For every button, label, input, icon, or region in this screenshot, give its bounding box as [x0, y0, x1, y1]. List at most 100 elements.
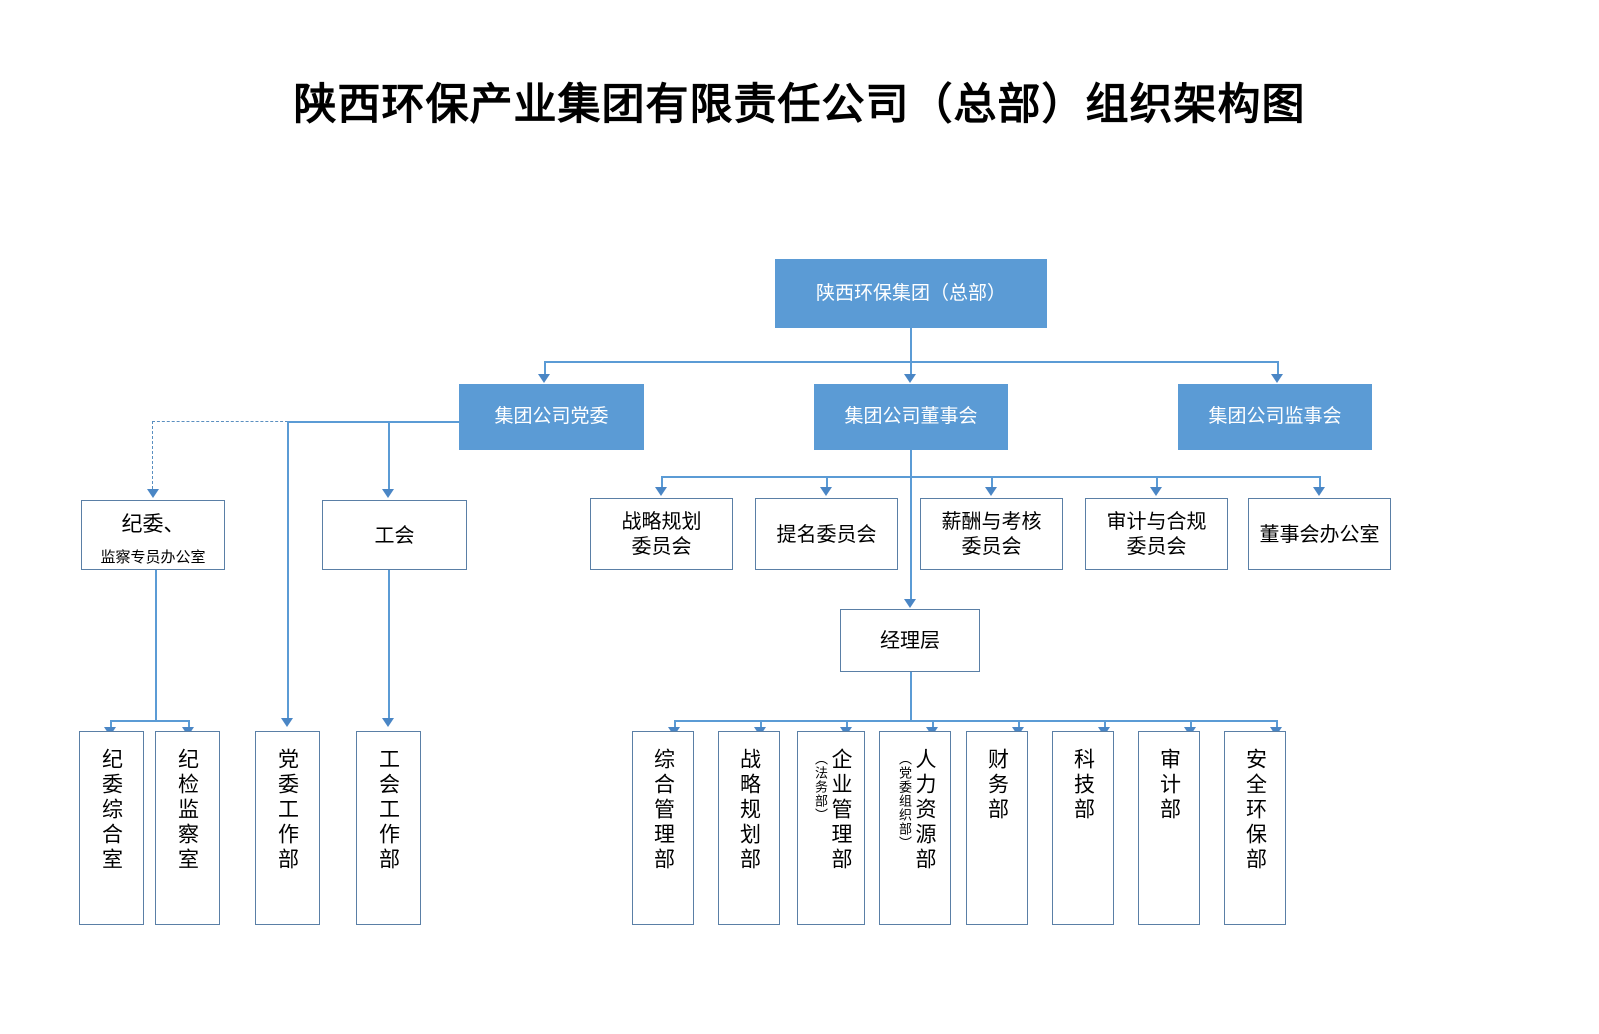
node-discipline-office[interactable]: 纪委、 监察专员办公室	[81, 500, 225, 570]
arrow-to-party-work-dept	[281, 718, 293, 727]
connector-right-dept-drop-1	[760, 720, 762, 728]
connector-root-stem	[910, 328, 912, 361]
node-right-dept-3-sub: （党委组织部）	[895, 752, 911, 850]
connector-discipline-dashed-h	[152, 421, 288, 422]
node-board-of-directors-label: 集团公司董事会	[844, 405, 978, 428]
node-right-dept-3-wrap: 人力资源部 （党委组织部）	[894, 748, 937, 924]
node-right-dept-6-wrap: 审计部	[1157, 748, 1182, 924]
connector-discipline-bus-right	[188, 720, 190, 728]
node-right-dept-4[interactable]: 财务部	[966, 731, 1028, 925]
connector-board-to-management	[910, 476, 912, 601]
connector-party-left-spine	[287, 421, 460, 423]
node-committee-4[interactable]: 董事会办公室	[1248, 498, 1391, 570]
node-right-dept-5-wrap: 科技部	[1071, 748, 1096, 924]
connector-discipline-stem	[155, 570, 157, 720]
node-right-dept-1-label: 战略规划部	[737, 748, 762, 873]
node-right-dept-7-label: 安全环保部	[1243, 748, 1268, 873]
node-labor-union-label: 工会	[374, 522, 415, 547]
arrow-to-party-committee	[538, 374, 550, 383]
node-committee-2[interactable]: 薪酬与考核 委员会	[920, 498, 1063, 570]
node-labor-union[interactable]: 工会	[322, 500, 467, 570]
connector-level1-left-drop	[544, 361, 546, 375]
node-right-dept-0-label: 综合管理部	[651, 748, 676, 873]
node-committee-0[interactable]: 战略规划 委员会	[590, 498, 733, 570]
connector-committee-drop-2	[991, 476, 993, 488]
node-left-dept-0[interactable]: 纪委综合室	[79, 731, 144, 925]
node-left-dept-2[interactable]: 党委工作部	[255, 731, 320, 925]
node-committee-0-line2: 委员会	[631, 534, 692, 558]
node-discipline-office-line1: 纪委、	[121, 512, 185, 536]
node-committee-1[interactable]: 提名委员会	[755, 498, 898, 570]
node-root[interactable]: 陕西环保集团（总部）	[775, 259, 1047, 328]
connector-right-dept-drop-3	[932, 720, 934, 728]
connector-right-dept-drop-7	[1276, 720, 1278, 728]
connector-labor-union-drop	[388, 421, 390, 489]
node-committee-0-line1: 战略规划	[621, 509, 702, 533]
connector-level1-mid-drop	[910, 361, 912, 375]
connector-right-dept-drop-6	[1190, 720, 1192, 728]
node-right-dept-0[interactable]: 综合管理部	[632, 731, 694, 925]
node-left-dept-3[interactable]: 工会工作部	[356, 731, 421, 925]
node-committee-3[interactable]: 审计与合规 委员会	[1085, 498, 1228, 570]
node-right-dept-1[interactable]: 战略规划部	[718, 731, 780, 925]
arrow-to-committee-1	[820, 487, 832, 496]
connector-committee-drop-4	[1319, 476, 1321, 488]
node-committee-2-line2: 委员会	[961, 534, 1022, 558]
node-right-dept-2-sub: （法务部）	[811, 752, 827, 822]
node-committee-4-line1: 董事会办公室	[1259, 521, 1380, 546]
node-right-dept-5[interactable]: 科技部	[1052, 731, 1114, 925]
node-root-label: 陕西环保集团（总部）	[815, 281, 1006, 304]
arrow-to-management-layer	[904, 599, 916, 608]
arrow-to-labor-union-work-dept	[382, 718, 394, 727]
connector-discipline-dashed-v	[152, 421, 153, 489]
node-left-dept-2-label: 党委工作部	[275, 748, 300, 873]
connector-committee-drop-0	[661, 476, 663, 488]
connector-right-dept-drop-0	[674, 720, 676, 728]
connector-right-dept-drop-2	[846, 720, 848, 728]
node-party-committee[interactable]: 集团公司党委	[459, 384, 644, 450]
node-board-of-supervisors-label: 集团公司监事会	[1208, 405, 1342, 428]
node-left-dept-1[interactable]: 纪检监察室	[155, 731, 220, 925]
node-left-dept-3-label: 工会工作部	[376, 748, 401, 873]
node-committee-1-line1: 提名委员会	[776, 521, 877, 546]
connector-party-work-dept-drop	[287, 421, 289, 720]
connector-committee-drop-1	[826, 476, 828, 488]
node-board-of-supervisors[interactable]: 集团公司监事会	[1178, 384, 1372, 450]
node-right-dept-3[interactable]: 人力资源部 （党委组织部）	[879, 731, 951, 925]
arrow-to-discipline-office	[147, 489, 159, 498]
node-board-of-directors[interactable]: 集团公司董事会	[814, 384, 1008, 450]
node-committee-2-line1: 薪酬与考核	[941, 509, 1042, 533]
arrow-to-committee-2	[985, 487, 997, 496]
connector-level1-right-drop	[1277, 361, 1279, 375]
node-committee-3-line2: 委员会	[1126, 534, 1187, 558]
connector-labor-union-stem	[388, 570, 390, 720]
connector-management-stem	[910, 672, 912, 720]
node-right-dept-7-wrap: 安全环保部	[1243, 748, 1268, 924]
node-right-dept-5-label: 科技部	[1071, 748, 1096, 823]
node-management-layer[interactable]: 经理层	[840, 609, 980, 672]
node-party-committee-label: 集团公司党委	[494, 405, 609, 428]
node-right-dept-4-wrap: 财务部	[985, 748, 1010, 924]
connector-committee-drop-3	[1156, 476, 1158, 488]
node-left-dept-1-label: 纪检监察室	[175, 748, 200, 873]
connector-right-dept-bus	[674, 720, 1276, 722]
connector-discipline-bus	[110, 720, 190, 722]
node-right-dept-6[interactable]: 审计部	[1138, 731, 1200, 925]
page-title: 陕西环保产业集团有限责任公司（总部）组织架构图	[293, 80, 1306, 130]
connector-board-stem	[910, 450, 912, 476]
node-management-layer-label: 经理层	[880, 628, 940, 652]
node-committee-3-line1: 审计与合规	[1106, 509, 1207, 533]
node-right-dept-7[interactable]: 安全环保部	[1224, 731, 1286, 925]
node-right-dept-2[interactable]: 企业管理部 （法务部）	[797, 731, 865, 925]
node-right-dept-2-wrap: 企业管理部 （法务部）	[810, 748, 854, 924]
node-right-dept-2-label: 企业管理部	[829, 748, 854, 873]
connector-committee-bus	[661, 476, 1319, 478]
node-right-dept-1-wrap: 战略规划部	[737, 748, 762, 924]
node-right-dept-0-wrap: 综合管理部	[651, 748, 676, 924]
arrow-to-committee-4	[1313, 487, 1325, 496]
arrow-to-board-of-supervisors	[1271, 374, 1283, 383]
arrow-to-committee-0	[655, 487, 667, 496]
node-discipline-office-line2: 监察专员办公室	[100, 548, 206, 566]
node-right-dept-6-label: 审计部	[1157, 748, 1182, 823]
